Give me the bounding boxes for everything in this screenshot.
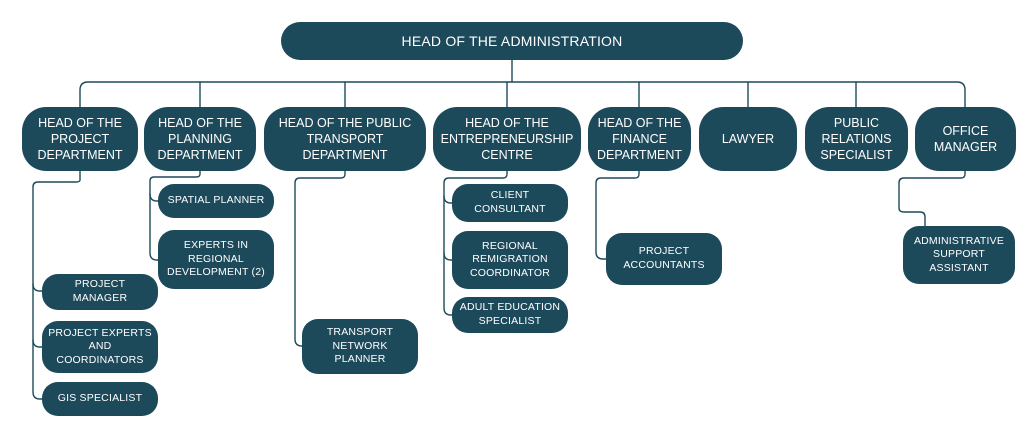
- node-client-consultant: CLIENT CONSULTANT: [452, 184, 568, 222]
- connector-remigration-coordinator: [443, 252, 453, 261]
- node-head-planning-department: HEAD OF THE PLANNING DEPARTMENT: [144, 107, 256, 171]
- connector-client-consultant: [443, 195, 453, 204]
- node-gis-specialist: GIS SPECIALIST: [42, 382, 158, 416]
- connector-project-branch: [32, 170, 81, 400]
- connector-bus: [79, 81, 966, 108]
- connector-project-experts: [32, 339, 43, 348]
- node-project-accountants: PROJECT ACCOUNTANTS: [606, 233, 722, 285]
- node-head-project-department: HEAD OF THE PROJECT DEPARTMENT: [22, 107, 138, 171]
- node-regional-remigration-coordinator: REGIONAL REMIGRATION COORDINATOR: [452, 231, 568, 289]
- connector-entrepreneurship-branch: [443, 170, 508, 316]
- connector-transport-branch: [294, 170, 346, 347]
- connector-project-manager: [32, 283, 43, 292]
- connector-planning-branch: [149, 170, 201, 261]
- node-transport-network-planner: TRANSPORT NETWORK PLANNER: [302, 319, 418, 374]
- node-adult-education-specialist: ADULT EDUCATION SPECIALIST: [452, 297, 568, 333]
- node-public-relations-specialist: PUBLIC RELATIONS SPECIALIST: [805, 107, 908, 171]
- node-project-manager: PROJECT MANAGER: [42, 274, 158, 310]
- node-head-public-transport-department: HEAD OF THE PUBLIC TRANSPORT DEPARTMENT: [264, 107, 426, 171]
- node-lawyer: LAWYER: [699, 107, 797, 171]
- node-experts-in-regional-development: EXPERTS IN REGIONAL DEVELOPMENT (2): [158, 230, 274, 289]
- node-office-manager: OFFICE MANAGER: [915, 107, 1016, 171]
- node-project-experts-and-coordinators: PROJECT EXPERTS AND COORDINATORS: [42, 321, 158, 373]
- node-administrative-support-assistant: ADMINISTRATIVE SUPPORT ASSISTANT: [903, 226, 1015, 284]
- connector-finance-branch: [595, 170, 640, 260]
- node-head-of-administration: HEAD OF THE ADMINISTRATION: [281, 22, 743, 60]
- node-head-entrepreneurship-centre: HEAD OF THE ENTREPRENEURSHIP CENTRE: [433, 107, 581, 171]
- connector-office-branch: [898, 170, 966, 227]
- node-head-finance-department: HEAD OF THE FINANCE DEPARTMENT: [588, 107, 691, 171]
- connector-spatial-planner: [149, 193, 159, 202]
- node-spatial-planner: SPATIAL PLANNER: [158, 184, 274, 218]
